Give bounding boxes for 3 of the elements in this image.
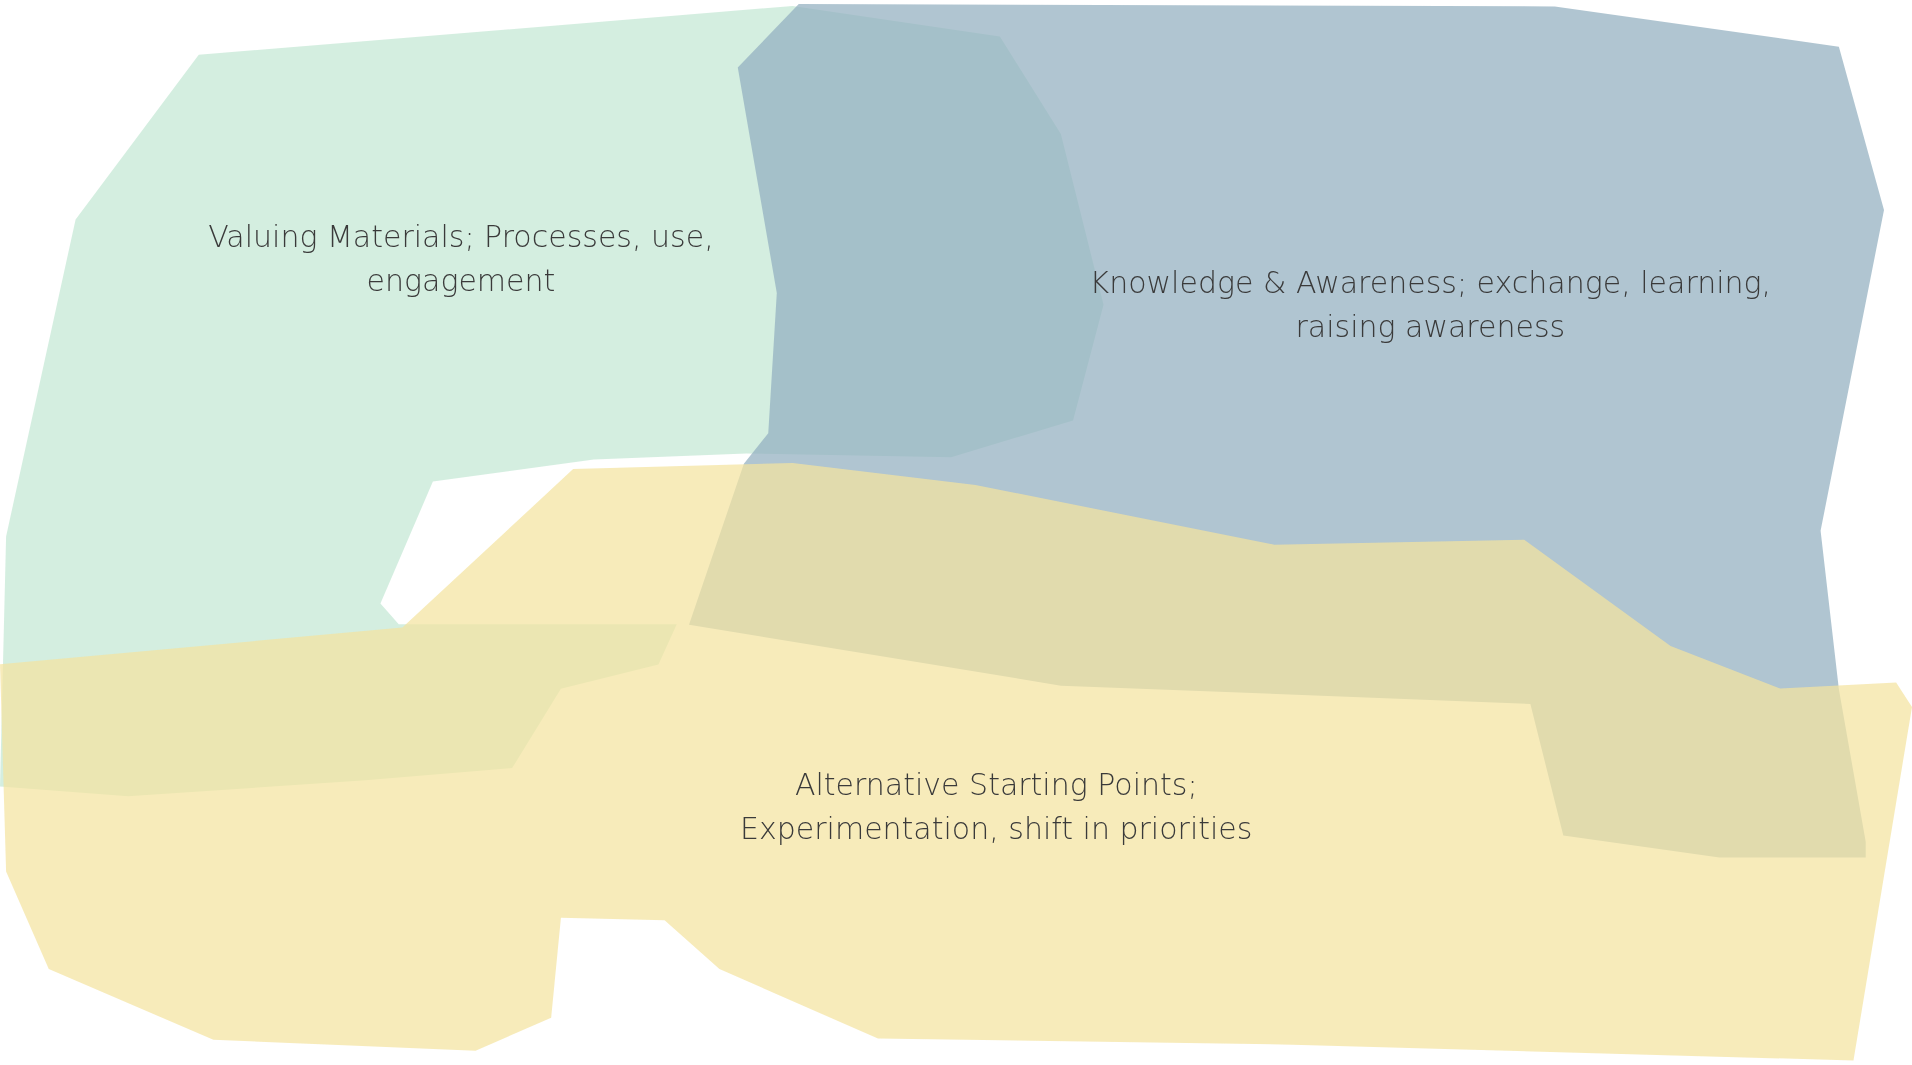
theme-label: Knowledge & Awareness; exchange, learning, raising awareness	[1088, 263, 1772, 346]
theme-label: Alternative Starting Points; Experimentation, shift in priorities	[739, 766, 1254, 849]
theme-label: Valuing Materials; Processes, use, engagement	[207, 217, 715, 300]
